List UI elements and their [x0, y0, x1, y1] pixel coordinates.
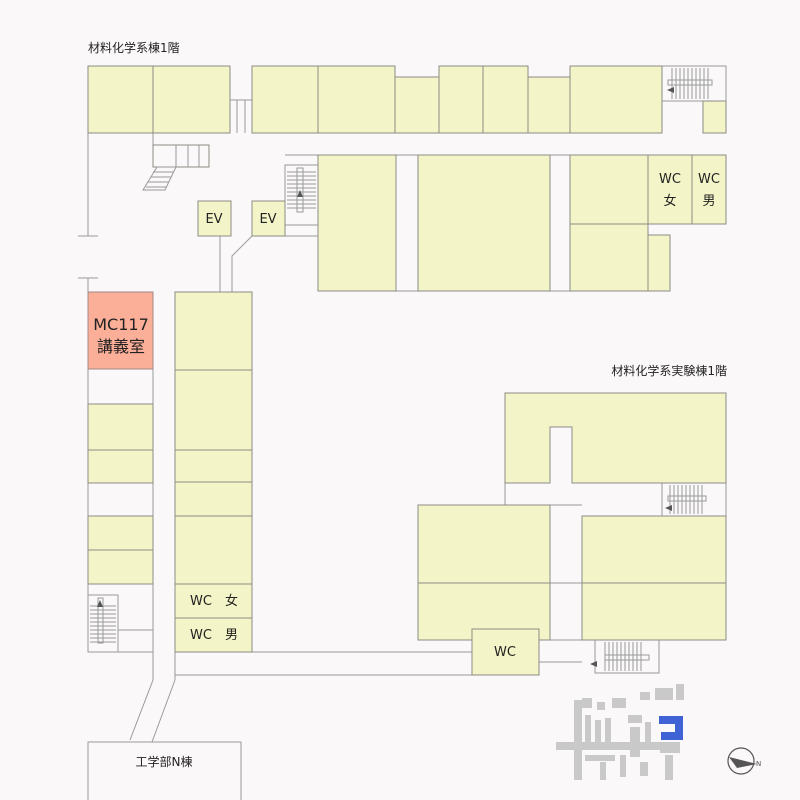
building-n: 工学部N棟 — [87, 741, 242, 800]
highlighted-room-mc117[interactable]: MC117 講義室 — [87, 291, 154, 370]
main-building-rooms — [87, 65, 727, 653]
lab-building-rooms — [417, 392, 727, 676]
elevator-2-label: EV — [259, 212, 276, 227]
lab-building-title: 材料化学系実験棟1階 — [611, 363, 727, 378]
svg-text:N: N — [756, 760, 761, 768]
stairs-center-upper — [284, 164, 319, 226]
wc-lab-label: WC — [494, 645, 516, 660]
building-n-label: 工学部N棟 — [136, 754, 193, 769]
main-building-title: 材料化学系棟1階 — [88, 40, 180, 55]
elevator-1-label: EV — [205, 212, 222, 227]
room-code: MC117 — [93, 315, 149, 334]
minimap-location-marker — [659, 716, 683, 740]
stairs-left-upper — [142, 144, 210, 191]
corridor-outlines — [78, 99, 582, 743]
campus-minimap — [556, 684, 684, 780]
wc-men-mid-label: WC 男 — [190, 628, 238, 643]
stairs-top-right — [661, 65, 727, 102]
wc-women-mid-label: WC 女 — [190, 593, 238, 609]
stairs-lab-upper — [661, 482, 727, 517]
stairs-left-lower — [87, 594, 119, 653]
stairs-lab-lower — [590, 639, 660, 674]
room-name: 講義室 — [97, 337, 145, 356]
north-arrow-icon: N — [727, 747, 761, 775]
